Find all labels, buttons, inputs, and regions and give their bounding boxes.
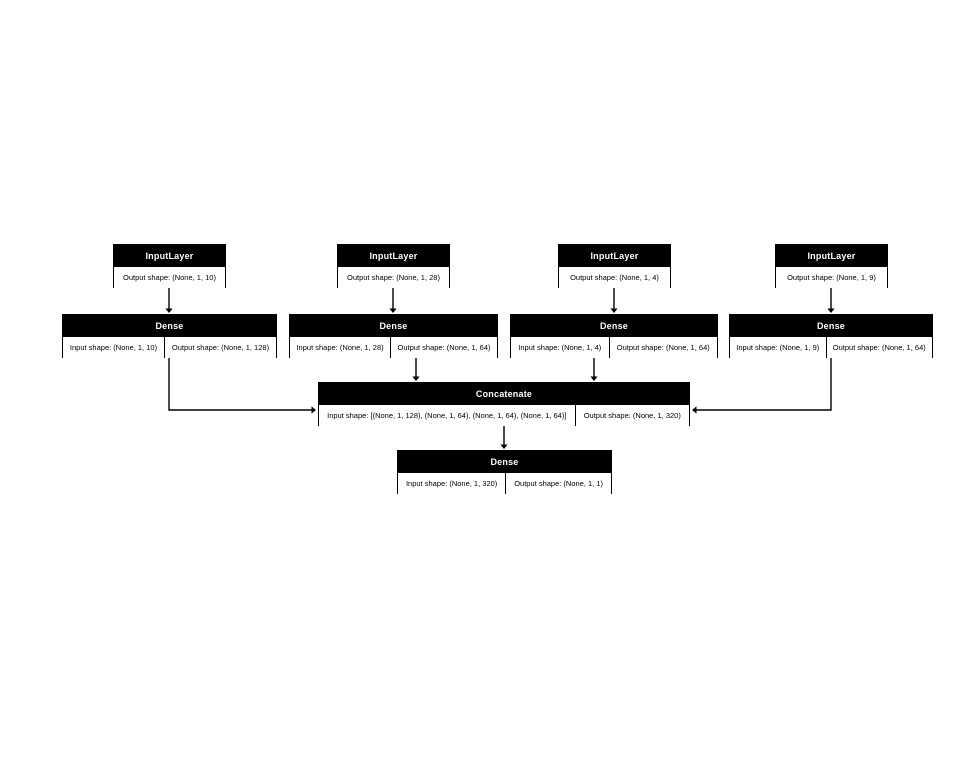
- node-input-shape: Input shape: (None, 1, 9): [736, 343, 820, 352]
- graph-edge-arrow-e8: [692, 406, 697, 414]
- node-title: InputLayer: [559, 245, 670, 267]
- graph-edge-arrow-e6: [412, 376, 420, 381]
- node-input-shape: Input shape: [(None, 1, 128), (None, 1, …: [327, 411, 567, 420]
- node-shapes: Input shape: (None, 1, 10) Output shape: …: [63, 337, 276, 358]
- node-shapes: Input shape: (None, 1, 9) Output shape: (…: [730, 337, 932, 358]
- graph-edge-e5: [168, 358, 312, 411]
- node-shapes: Input shape: (None, 1, 320) Output shape:…: [398, 473, 611, 494]
- node-output-shape: Output shape: (None, 1, 128): [164, 337, 276, 358]
- node-title: InputLayer: [338, 245, 449, 267]
- node-title: Dense: [730, 315, 932, 337]
- node-title: InputLayer: [776, 245, 887, 267]
- node-input-shape: Input shape: (None, 1, 10): [69, 343, 158, 352]
- node-shapes: Output shape: (None, 1, 4): [559, 267, 670, 288]
- graph-edge-e8: [696, 358, 832, 411]
- node-title: Dense: [398, 451, 611, 473]
- graph-edge-arrow-e7: [590, 376, 598, 381]
- node-output-shape: Output shape: (None, 1, 9): [787, 273, 876, 282]
- graph-edge-arrow-e9: [500, 444, 508, 449]
- node-shapes: Input shape: (None, 1, 28) Output shape: …: [290, 337, 497, 358]
- node-input-shape: Input shape: (None, 1, 28): [296, 343, 384, 352]
- node-output-shape: Output shape: (None, 1, 64): [608, 337, 718, 358]
- graph-edge-arrow-e1: [165, 308, 173, 313]
- node-title: Dense: [290, 315, 497, 337]
- node-output-shape: Output shape: (None, 1, 28): [347, 273, 440, 282]
- node-output-shape: Output shape: (None, 1, 64): [390, 337, 497, 358]
- node-title: Dense: [511, 315, 717, 337]
- node-output-shape: Output shape: (None, 1, 4): [570, 273, 659, 282]
- node-output-shape: Output shape: (None, 1, 1): [505, 473, 611, 494]
- node-shapes: Output shape: (None, 1, 9): [776, 267, 887, 288]
- graph-edge-arrow-e3: [610, 308, 618, 313]
- graph-edge-arrow-e4: [827, 308, 835, 313]
- node-output-shape: Output shape: (None, 1, 320): [574, 405, 689, 426]
- node-shapes: Input shape: [(None, 1, 128), (None, 1, …: [319, 405, 689, 426]
- node-title: InputLayer: [114, 245, 225, 267]
- node-output-shape: Output shape: (None, 1, 64): [825, 337, 933, 358]
- graph-edge-arrow-e5: [311, 406, 316, 414]
- node-shapes: Input shape: (None, 1, 4) Output shape: (…: [511, 337, 717, 358]
- node-title: Dense: [63, 315, 276, 337]
- graph-edge-arrow-e2: [389, 308, 397, 313]
- node-output-shape: Output shape: (None, 1, 10): [123, 273, 216, 282]
- node-shapes: Output shape: (None, 1, 10): [114, 267, 225, 288]
- node-input-shape: Input shape: (None, 1, 4): [518, 343, 602, 352]
- node-title: Concatenate: [319, 383, 689, 405]
- node-shapes: Output shape: (None, 1, 28): [338, 267, 449, 288]
- node-input-shape: Input shape: (None, 1, 320): [405, 479, 498, 488]
